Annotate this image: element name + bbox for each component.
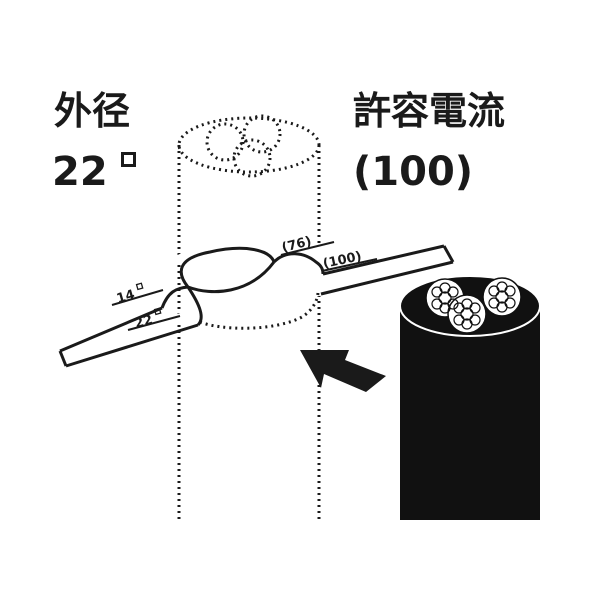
- gauge-scale-marks: [111, 241, 378, 331]
- scale-square-icon: [135, 282, 144, 291]
- scale-label-76: (76): [280, 234, 313, 256]
- allowable-current-title: 許容電流: [353, 89, 506, 133]
- scale-square-icon: [153, 307, 162, 316]
- dotted-cable-outline: [177, 114, 321, 522]
- scale-label-22: 22: [133, 312, 155, 331]
- gauge-plate: [58, 242, 455, 368]
- outer-diameter-value: 22: [52, 149, 108, 195]
- allowable-current-value: (100): [353, 149, 474, 195]
- outer-diameter-title: 外径: [54, 89, 131, 133]
- cable-icon: [399, 275, 541, 520]
- scale-label-14: 14: [115, 287, 137, 306]
- square-unit-icon: [121, 152, 136, 167]
- arrow-icon: [300, 350, 386, 392]
